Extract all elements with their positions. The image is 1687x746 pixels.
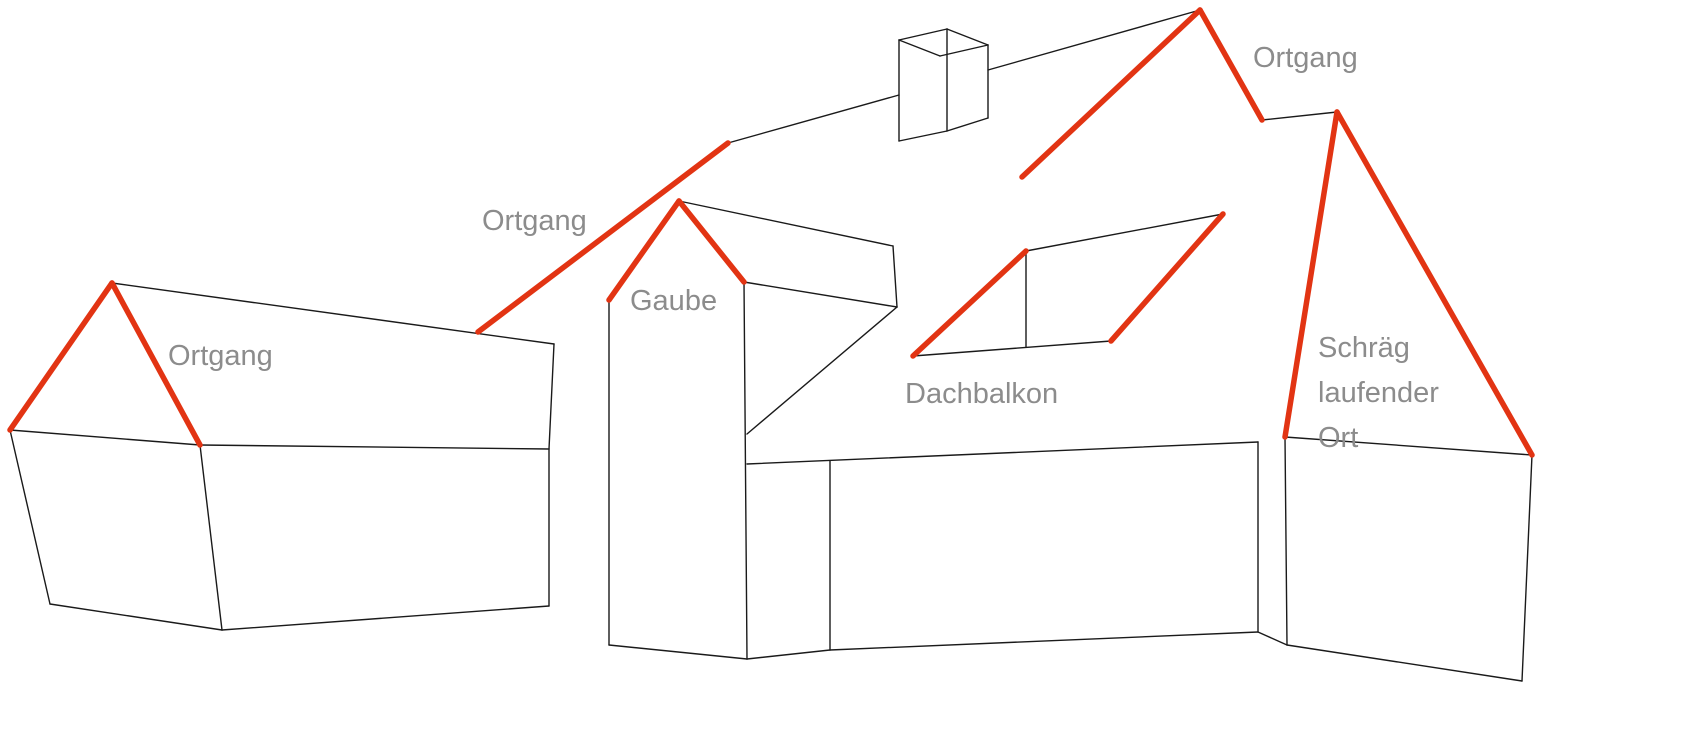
chimney-top-front-edge xyxy=(898,28,948,41)
ortgang-cross-gable-left-verge xyxy=(1019,7,1203,180)
label-schraeg-laufender-ort-line1: Schräg xyxy=(1318,332,1410,364)
balcony-top-edge xyxy=(1025,213,1224,252)
main-ridge-right xyxy=(987,9,1201,71)
label-ortgang-cross-gable: Ortgang xyxy=(1253,42,1358,74)
chimney-top-right-edge xyxy=(946,28,989,46)
dormer-tower-right-edge xyxy=(743,281,748,660)
dachbalkon-edge-right xyxy=(1108,211,1226,344)
dachbalkon-edge-left xyxy=(910,248,1029,359)
right-building-left-wall-edge xyxy=(1284,436,1288,646)
chimney-top-back-right-edge xyxy=(939,44,989,57)
gaube-verge-left xyxy=(606,198,682,303)
chimney-top-back-left-edge xyxy=(898,39,941,57)
ortgang-left-building-right-verge xyxy=(109,280,203,448)
left-building-gable-eave xyxy=(9,429,201,446)
ortgang-left-building-left-verge xyxy=(7,280,115,433)
left-building-side-base xyxy=(221,605,550,631)
dormer-ridge xyxy=(678,200,894,247)
main-roof-left-edge xyxy=(746,306,898,435)
main-ridge-left xyxy=(727,94,900,144)
left-building-front-corner xyxy=(199,444,223,631)
dormer-tower-base xyxy=(608,644,748,660)
ground-segment xyxy=(1257,631,1288,646)
ortgang-cross-gable-right-verge xyxy=(1197,7,1265,123)
ortgang-main-roof-verge xyxy=(475,140,731,335)
right-building-right-wall-edge xyxy=(1521,454,1533,682)
label-schraeg-laufender-ort-line2: laufender xyxy=(1318,377,1439,409)
chimney-base-front xyxy=(898,130,948,142)
left-building-side-eave xyxy=(199,444,550,450)
cross-ridge xyxy=(1261,111,1338,121)
label-schraeg-laufender-ort-line3: Ort xyxy=(1318,422,1358,454)
main-wall-base-left xyxy=(746,649,831,660)
main-eave xyxy=(746,441,1259,465)
right-building-right-verge xyxy=(1334,109,1535,458)
label-ortgang-main-roof: Ortgang xyxy=(482,205,587,237)
right-building-base xyxy=(1286,644,1523,682)
dormer-roof-end xyxy=(892,245,898,308)
right-building-gable-eave xyxy=(1284,436,1533,456)
balcony-bottom-edge xyxy=(912,340,1112,357)
left-building-ridge xyxy=(111,282,555,345)
left-building-roof-end xyxy=(548,343,555,450)
label-ortgang-left-building: Ortgang xyxy=(168,340,273,372)
main-wall-base xyxy=(829,631,1259,651)
left-building-front-base xyxy=(49,603,223,631)
left-building-left-wall-edge xyxy=(9,429,51,605)
gaube-verge-right xyxy=(676,198,747,285)
schraeg-laufender-ort-verge xyxy=(1282,109,1340,440)
label-dachbalkon: Dachbalkon xyxy=(905,378,1058,410)
label-gaube: Gaube xyxy=(630,285,717,317)
chimney-base-right xyxy=(946,117,989,132)
dormer-roof-eave xyxy=(743,281,898,308)
